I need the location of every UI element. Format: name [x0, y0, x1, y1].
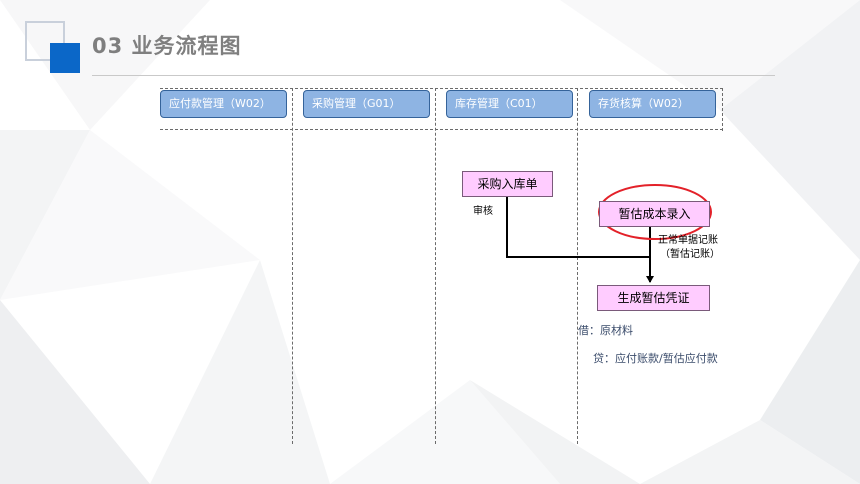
lane-top-border [160, 88, 723, 89]
lane-header-border [160, 129, 723, 130]
title-decoration-square [50, 43, 80, 73]
lane-divider-2 [435, 88, 436, 444]
journal-credit: 贷：应付账款/暂估应付款 [593, 352, 718, 365]
lane-header-inventory: 库存管理（C01） [446, 90, 573, 118]
node-provisional-cost-entry: 暂估成本录入 [599, 201, 710, 227]
label-posting-line1: 正常单据记账 [658, 235, 718, 246]
journal-debit: 借：原材料 [578, 324, 633, 337]
lane-header-accounts-payable: 应付款管理（W02） [160, 90, 287, 118]
lane-right-border [722, 88, 723, 131]
slide-title: 03 业务流程图 [92, 34, 242, 58]
lane-header-purchasing: 采购管理（G01） [303, 90, 430, 118]
lane-divider-3 [577, 88, 578, 444]
node-purchase-receipt: 采购入库单 [462, 171, 553, 197]
label-posting-line2: （暂估记账） [660, 249, 720, 260]
label-review: 审核 [473, 206, 493, 217]
node-generate-provisional-voucher: 生成暂估凭证 [597, 285, 710, 311]
title-decoration-outline [25, 21, 65, 61]
lane-divider-1 [292, 88, 293, 444]
title-divider [92, 75, 775, 76]
lane-header-inventory-accounting: 存货核算（W02） [589, 90, 716, 118]
